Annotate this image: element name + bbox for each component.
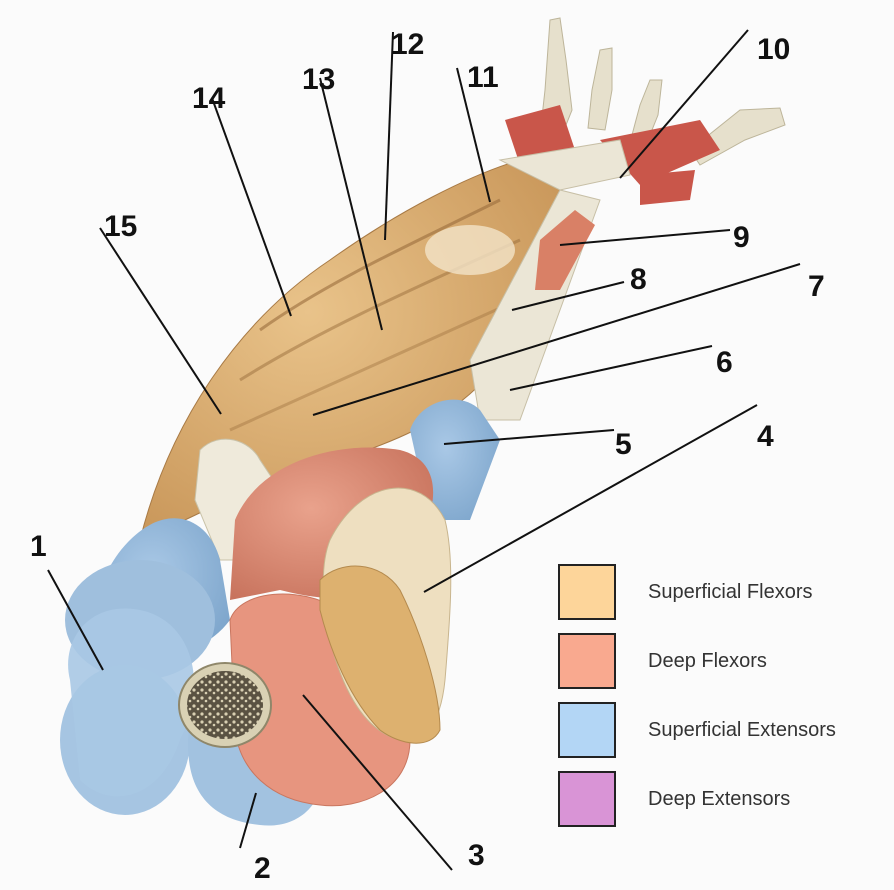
legend-item-superficial-extensors: Superficial Extensors	[558, 702, 878, 760]
label-4: 4	[757, 420, 774, 453]
deep-flexor-strip	[535, 210, 595, 290]
label-15: 15	[104, 210, 138, 243]
label-12: 12	[391, 28, 425, 61]
label-13: 13	[302, 63, 336, 96]
label-7: 7	[808, 270, 825, 303]
hand-red-muscles	[505, 105, 720, 205]
legend-swatch	[558, 564, 616, 620]
label-6: 6	[716, 346, 733, 379]
legend-item-superficial-flexors: Superficial Flexors	[558, 564, 878, 622]
label-8: 8	[630, 263, 647, 296]
label-1: 1	[30, 530, 47, 563]
bone-cross-section	[178, 662, 272, 748]
legend-label: Superficial Flexors	[648, 581, 813, 603]
label-14: 14	[192, 82, 226, 115]
legend-swatch	[558, 633, 616, 689]
legend-item-deep-extensors: Deep Extensors	[558, 771, 878, 829]
label-5: 5	[615, 428, 632, 461]
legend-swatch	[558, 771, 616, 827]
legend-label: Deep Flexors	[648, 650, 767, 672]
leader-lines	[47, 29, 801, 871]
label-9: 9	[733, 221, 750, 254]
legend-label: Deep Extensors	[648, 788, 791, 810]
legend-item-deep-flexors: Deep Flexors	[558, 633, 878, 691]
label-11: 11	[467, 61, 499, 94]
legend-label: Superficial Extensors	[648, 719, 836, 741]
superficial-flexor-cross-section	[319, 487, 452, 744]
legend-swatch	[558, 702, 616, 758]
label-10: 10	[757, 33, 791, 66]
label-2: 2	[254, 852, 271, 885]
label-3: 3	[468, 839, 485, 872]
